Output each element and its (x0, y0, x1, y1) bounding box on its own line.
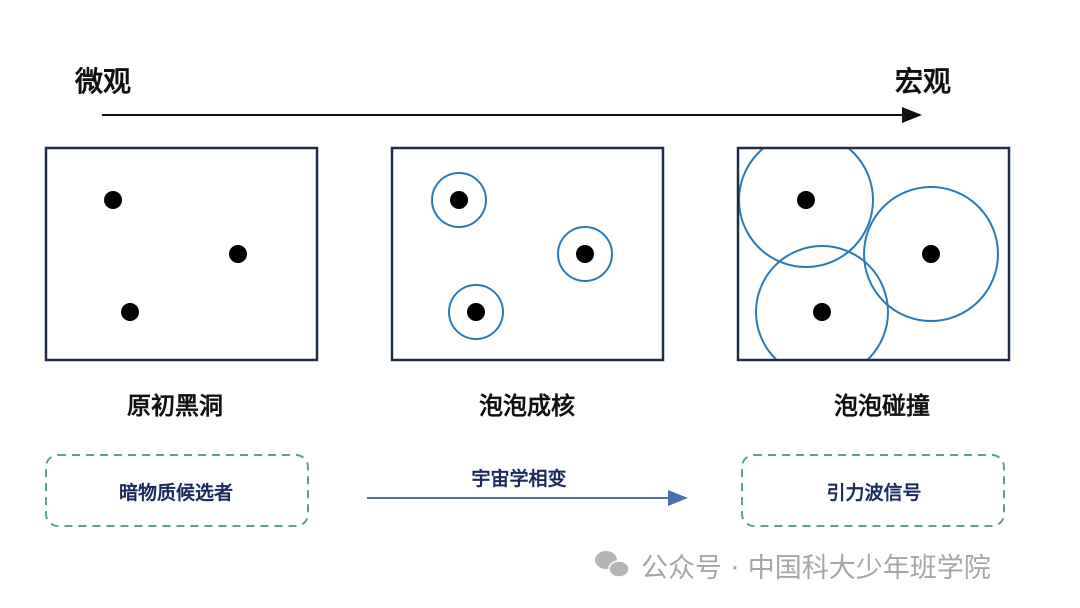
panel-bubble-nucleation (390, 146, 665, 362)
panel-bubble-collision (736, 146, 1011, 362)
black-hole-dot (104, 191, 122, 209)
watermark-text: 公众号 · 中国科大少年班学院 (641, 553, 991, 584)
dark-matter-label: 暗物质候选者 (118, 482, 234, 504)
nucleus-dot (450, 191, 468, 209)
gw-signal-box (741, 454, 1005, 527)
panel-primordial-black-holes (44, 146, 319, 362)
nucleus-dot (813, 303, 831, 321)
bubble (863, 186, 999, 322)
nucleus-dot (797, 191, 815, 209)
panel-label: 原初黑洞 (127, 392, 223, 420)
black-hole-dot (121, 303, 139, 321)
bubble (755, 245, 889, 360)
nucleus-dot (922, 245, 940, 263)
dark-matter-box (45, 454, 309, 527)
gw-signal-label: 引力波信号 (826, 482, 922, 504)
nucleus-dot (576, 245, 594, 263)
wechat-icon (595, 551, 630, 578)
bubble (557, 226, 613, 282)
micro-label: 微观 (74, 65, 132, 98)
macro-label: 宏观 (894, 65, 952, 98)
bubble (448, 284, 504, 340)
nucleus-dot (467, 303, 485, 321)
bubble (431, 172, 487, 228)
phase-transition-label: 宇宙学相变 (471, 468, 567, 490)
panel-label: 泡泡碰撞 (834, 392, 930, 420)
panel-label: 泡泡成核 (479, 392, 575, 420)
black-hole-dot (229, 245, 247, 263)
